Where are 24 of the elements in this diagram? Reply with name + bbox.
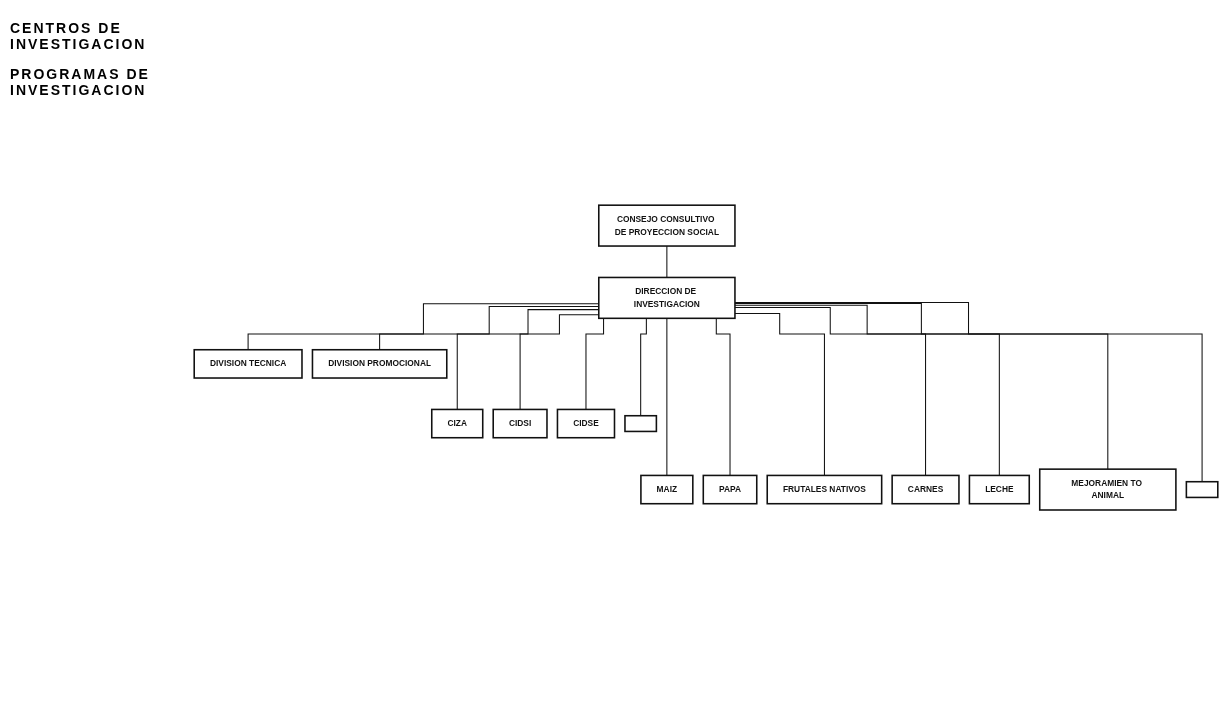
group-heading: PROGRAMAS DE INVESTIGACION xyxy=(10,66,151,98)
node-box: DIVISION TECNICA xyxy=(193,349,303,380)
node-box: PAPA xyxy=(702,475,758,505)
group-heading: CENTROS DE INVESTIGACION xyxy=(10,20,148,52)
connector xyxy=(734,313,825,477)
connector xyxy=(734,305,1000,477)
node-box: LECHE xyxy=(968,475,1031,505)
connector xyxy=(734,307,927,477)
node-box: MAIZ xyxy=(640,475,694,505)
node-box: FRUTALES NATIVOS xyxy=(766,475,883,505)
node-box: CIDSI xyxy=(492,409,548,439)
node-box: MEJORAMIEN TO ANIMAL xyxy=(1038,468,1177,512)
node-box: CIDSE xyxy=(556,409,616,439)
connector xyxy=(734,303,1109,471)
node-box: DIRECCION DE INVESTIGACION xyxy=(598,277,736,320)
node-box: CONSEJO CONSULTIVO DE PROYECCION SOCIAL xyxy=(598,204,736,248)
node-box xyxy=(1185,481,1219,499)
node-box xyxy=(624,415,658,433)
connector xyxy=(734,302,1203,483)
node-box: CARNES xyxy=(891,475,960,505)
connector xyxy=(666,318,668,477)
connector xyxy=(666,245,668,279)
node-box: CIZA xyxy=(430,409,484,439)
node-box: DIVISION PROMOCIONAL xyxy=(311,349,448,380)
